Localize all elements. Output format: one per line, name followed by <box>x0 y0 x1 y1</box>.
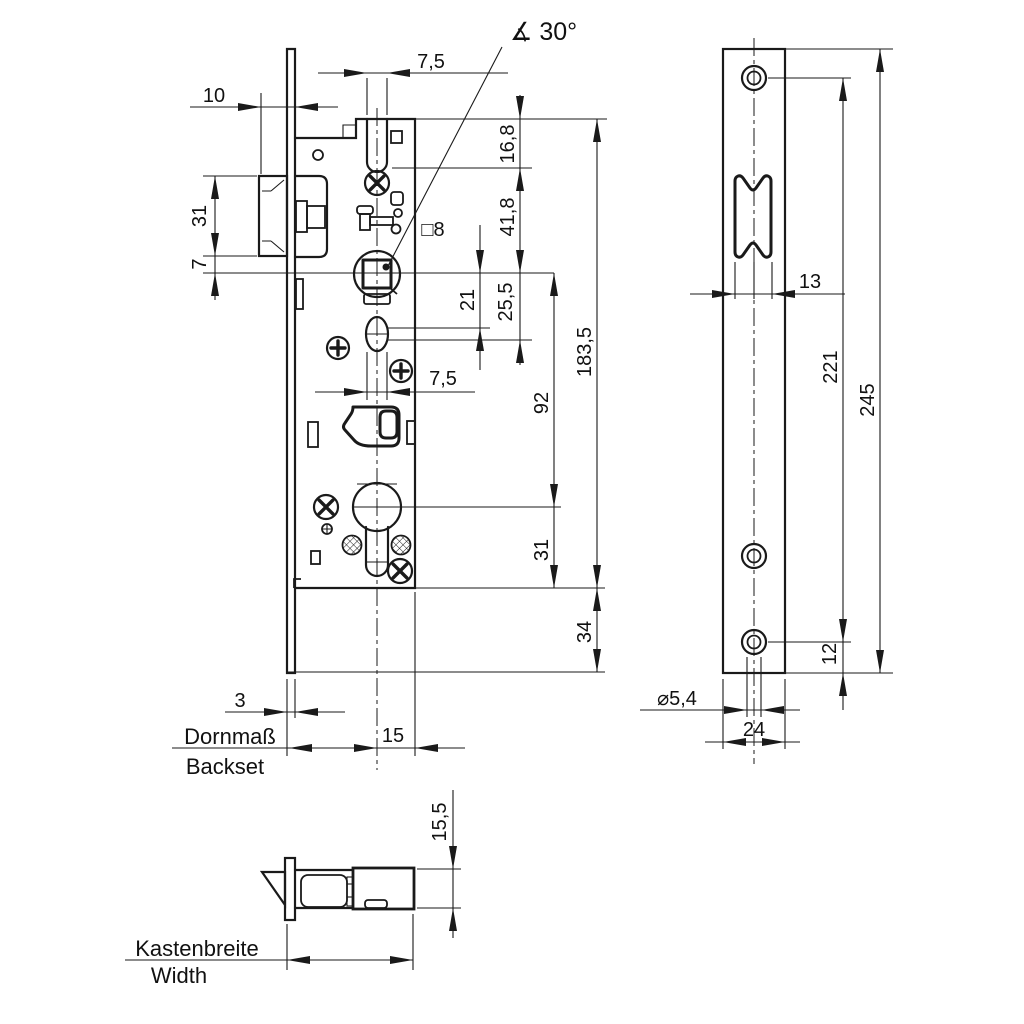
latch-opening <box>733 174 773 259</box>
angle-leader-line <box>387 46 503 267</box>
screw-tiny <box>321 523 333 535</box>
screw-hole-middle <box>740 542 768 570</box>
dim-label-7: 7 <box>189 258 211 269</box>
extension-lines-faceplate <box>722 48 893 749</box>
screw-bottom-right <box>386 557 414 585</box>
side-wall-slot <box>295 278 304 310</box>
dim-label-221: 221 <box>820 350 842 383</box>
dim-label-92: 92 <box>531 392 553 414</box>
dim-label-10: 10 <box>203 85 225 107</box>
faceplate-strip <box>285 47 297 675</box>
dim-label-245: 245 <box>857 383 879 416</box>
width-label-en: Width <box>151 963 207 988</box>
arrowheads-faceplate <box>712 49 884 746</box>
dim-label-3: 3 <box>234 690 245 712</box>
faceplate-section <box>283 856 297 922</box>
screw-hole-bottom <box>740 628 768 656</box>
spring-bump <box>364 899 388 909</box>
bottom-view: 15,5 Kastenbreite Width <box>125 790 461 988</box>
case-top-right-notch <box>390 130 403 144</box>
dim-label-31-cylinder: 31 <box>531 539 553 561</box>
dim-label-15-5: 15,5 <box>429 803 451 842</box>
hook-detail <box>342 405 401 448</box>
screw-mid-left <box>325 335 351 361</box>
latch-bevel-marks <box>262 179 285 253</box>
lever-detail <box>356 191 404 235</box>
case-section-right <box>351 866 416 911</box>
faceplate-view: 13 221 245 12 ⌀5,4 24 <box>640 38 893 764</box>
arrowheads-bottom <box>287 846 457 964</box>
angle-label-30deg: ∡ 30° <box>510 18 577 46</box>
width-label-de: Kastenbreite <box>135 936 259 961</box>
latch-bolt-body <box>293 174 329 259</box>
case-bottom-left-step <box>293 578 301 588</box>
backset-label-en: Backset <box>186 754 264 779</box>
dim-label-13: 13 <box>799 271 821 293</box>
screw-bottom-left <box>312 493 340 521</box>
latch-nose-section <box>259 870 287 909</box>
small-square-hole <box>310 550 321 565</box>
dim-label-15: 15 <box>382 725 404 747</box>
hatched-screw-right <box>390 534 412 556</box>
follower-cavity-section <box>300 874 348 908</box>
dim-label-24: 24 <box>743 719 765 741</box>
main-view: 10 7,5 ∡ 30° □8 31 7 16,8 41,8 21 25,5 9… <box>172 18 607 779</box>
case-top-notch <box>342 124 356 137</box>
dim-label-31-latch: 31 <box>189 205 211 227</box>
small-hole-top-left <box>312 149 324 161</box>
extension-lines-main <box>203 78 607 756</box>
dim-label-21: 21 <box>457 289 479 311</box>
screw-mid-right <box>388 358 414 384</box>
lock-case-outline <box>293 117 417 590</box>
dim-label-square-8: □8 <box>421 219 444 241</box>
slot-right-of-hook <box>406 420 416 445</box>
latch-tail-b <box>306 205 326 229</box>
dim-label-183-5: 183,5 <box>574 327 596 377</box>
dim-label-16-8: 16,8 <box>497 125 519 164</box>
connector-bottom <box>346 896 354 907</box>
dim-label-7-5-top: 7,5 <box>417 51 445 73</box>
dim-label-7-5-mid: 7,5 <box>429 368 457 390</box>
dimension-lines-bottom <box>125 790 454 961</box>
hatched-screw-left <box>341 534 363 556</box>
connector-top <box>346 876 354 885</box>
latch-tail-a <box>295 200 308 233</box>
dim-label-25-5: 25,5 <box>495 283 517 322</box>
slot-left-of-hook <box>307 421 319 448</box>
screw-hole-top <box>740 64 768 92</box>
backset-label-de: Dornmaß <box>184 724 276 749</box>
extension-lines-bottom <box>286 868 461 970</box>
latch-bolt-head <box>257 174 289 258</box>
dim-label-41-8: 41,8 <box>497 198 519 237</box>
dim-label-dia-5-4: ⌀5,4 <box>657 688 697 710</box>
follower-dot <box>382 263 390 271</box>
arrowheads-main <box>211 69 601 752</box>
case-section-left <box>293 868 355 910</box>
dim-label-12: 12 <box>819 643 841 665</box>
dim-label-34: 34 <box>574 621 596 643</box>
